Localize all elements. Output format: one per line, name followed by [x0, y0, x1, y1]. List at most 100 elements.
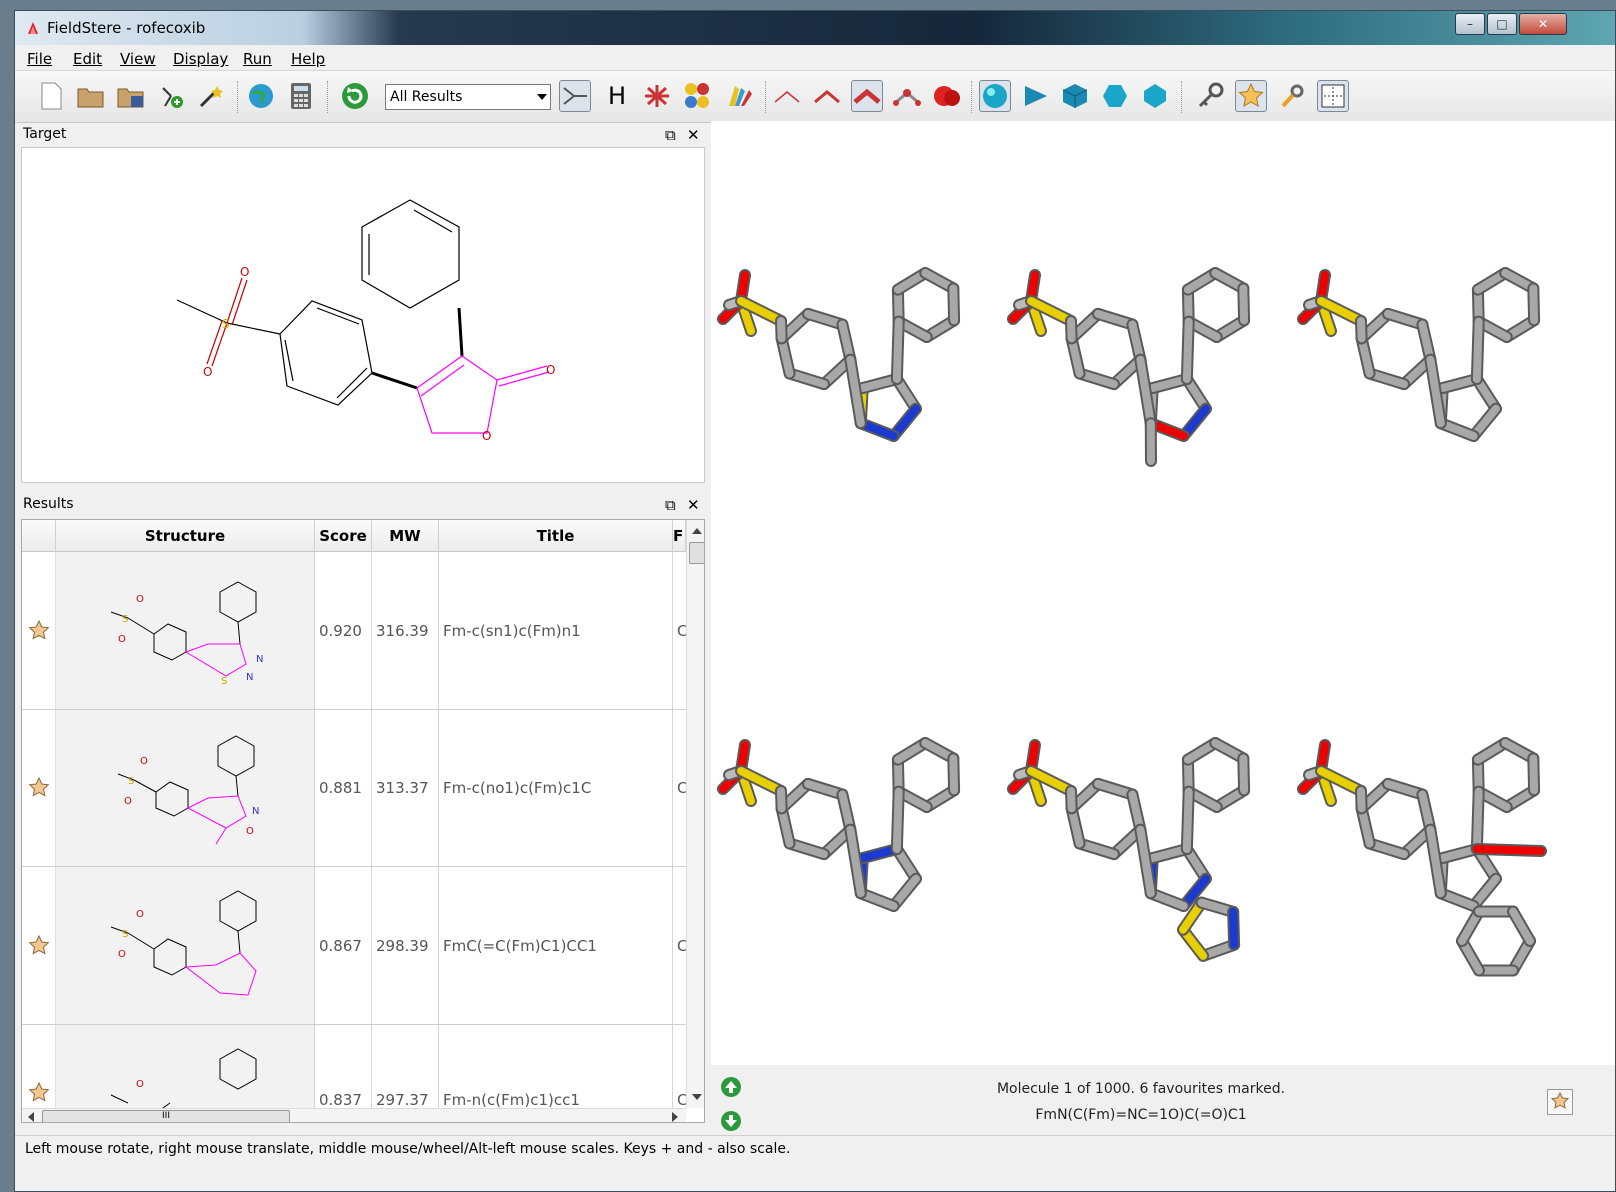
save-icon[interactable]	[115, 80, 147, 112]
window-title: FieldStere - rofecoxib	[47, 19, 206, 37]
new-icon[interactable]	[35, 80, 67, 112]
svg-text:S: S	[221, 676, 227, 687]
horizontal-scrollbar[interactable]: III	[22, 1108, 686, 1122]
line-style-icon[interactable]	[771, 80, 803, 112]
cone-icon[interactable]	[1019, 80, 1051, 112]
results-filter-select[interactable]: All Results	[385, 84, 551, 110]
favourite-star-icon[interactable]	[22, 552, 56, 709]
wizard-icon[interactable]	[195, 80, 227, 112]
close-panel-icon[interactable]: ✕	[687, 126, 700, 144]
color-scheme-icon[interactable]	[723, 80, 755, 112]
menu-help[interactable]: Help	[291, 50, 326, 68]
svg-text:O: O	[136, 1079, 144, 1090]
add-molecule-icon[interactable]	[155, 80, 187, 112]
favourite-toggle-icon[interactable]	[1547, 1089, 1573, 1115]
molecule-3d-viewer[interactable]	[711, 121, 1615, 1065]
svg-text:O: O	[136, 594, 144, 605]
sphere-surface-icon[interactable]	[979, 80, 1011, 112]
molecule-3d-model	[1007, 267, 1251, 467]
svg-text:O: O	[546, 363, 555, 377]
molecule-grid	[717, 267, 1547, 977]
minimize-button[interactable]: –	[1455, 13, 1485, 35]
svg-text:S: S	[222, 317, 230, 331]
menu-file[interactable]: File	[27, 50, 53, 68]
title-bar: FieldStere - rofecoxib – □ ✕	[15, 11, 1615, 45]
favourite-star-icon[interactable]	[22, 1025, 56, 1122]
field-surface-icon[interactable]	[681, 80, 713, 112]
extra-cell: C	[673, 552, 686, 709]
column-header-structure[interactable]: Structure	[56, 520, 315, 552]
table-row[interactable]: SOO 0.867 298.39 FmC(=C(Fm)C1)CC1 C	[22, 867, 686, 1025]
toolbar: All Results H	[15, 71, 1615, 123]
results-panel-header: Results ⧉ ✕	[21, 493, 705, 517]
dodecahedron-icon[interactable]	[1139, 80, 1171, 112]
column-header-score[interactable]: Score	[315, 520, 372, 552]
svg-text:N: N	[252, 806, 259, 817]
title-cell: Fm-n(c(Fm)c1)cc1	[439, 1025, 673, 1109]
scroll-up-icon[interactable]	[692, 528, 702, 534]
globe-icon[interactable]	[245, 80, 277, 112]
previous-molecule-icon[interactable]	[719, 1075, 743, 1099]
menu-edit[interactable]: Edit	[73, 50, 103, 68]
structure-thumbnail: O	[56, 1025, 315, 1122]
molecule-3d-model	[717, 737, 961, 913]
table-row[interactable]: O 0.837 297.37 Fm-n(c(Fm)c1)cc1 C	[22, 1025, 686, 1122]
octahedron-icon[interactable]	[1099, 80, 1131, 112]
column-header-mw[interactable]: MW	[372, 520, 439, 552]
calculator-icon[interactable]	[285, 80, 317, 112]
scroll-thumb[interactable]	[689, 542, 704, 564]
column-header-f[interactable]: F	[673, 520, 686, 552]
close-panel-icon[interactable]: ✕	[687, 496, 700, 514]
favourite-star-icon[interactable]	[22, 710, 56, 866]
scroll-right-icon[interactable]	[672, 1112, 678, 1122]
scroll-left-icon[interactable]	[28, 1112, 34, 1122]
float-panel-icon[interactable]: ⧉	[665, 126, 676, 144]
cpk-style-icon[interactable]	[931, 80, 963, 112]
next-molecule-icon[interactable]	[719, 1109, 743, 1133]
field-points-icon[interactable]	[641, 80, 673, 112]
favourite-icon[interactable]	[1235, 80, 1267, 112]
column-header-select[interactable]	[22, 520, 56, 552]
svg-text:S: S	[122, 929, 128, 940]
svg-text:O: O	[118, 949, 126, 960]
hscroll-thumb[interactable]: III	[42, 1110, 290, 1122]
fit-view-icon[interactable]	[1317, 80, 1349, 112]
hydrogens-icon[interactable]: H	[607, 82, 627, 110]
wire-style-icon[interactable]	[559, 80, 591, 112]
scroll-down-icon[interactable]	[692, 1094, 702, 1100]
stick-style-icon[interactable]	[811, 80, 843, 112]
viewer-footer: Molecule 1 of 1000. 6 favourites marked.…	[711, 1065, 1615, 1139]
column-header-title[interactable]: Title	[439, 520, 673, 552]
menu-display[interactable]: Display	[173, 50, 229, 68]
ball-stick-style-icon[interactable]	[851, 80, 883, 112]
molecule-3d-model	[1297, 737, 1547, 977]
filter-key-icon[interactable]	[1277, 80, 1309, 112]
target-structure-drawing: S O O O O	[176, 199, 555, 443]
refresh-icon[interactable]	[339, 80, 371, 112]
key-icon[interactable]	[1195, 80, 1227, 112]
svg-text:S: S	[122, 614, 128, 625]
target-structure-view[interactable]: S O O O O	[21, 147, 705, 483]
ball-and-stick-icon[interactable]	[891, 80, 923, 112]
title-cell: Fm-c(sn1)c(Fm)n1	[439, 552, 673, 709]
maximize-button[interactable]: □	[1487, 13, 1517, 35]
results-filter-value: All Results	[390, 89, 463, 105]
float-panel-icon[interactable]: ⧉	[665, 496, 676, 514]
cube-icon[interactable]	[1059, 80, 1091, 112]
extra-cell: C	[673, 710, 686, 866]
title-cell: Fm-c(no1)c(Fm)c1C	[439, 710, 673, 866]
vertical-scrollbar[interactable]	[686, 520, 704, 1108]
svg-text:O: O	[140, 756, 148, 767]
open-icon[interactable]	[75, 80, 107, 112]
menu-run[interactable]: Run	[243, 50, 272, 68]
score-cell: 0.881	[315, 710, 372, 866]
close-button[interactable]: ✕	[1519, 13, 1567, 35]
menu-view[interactable]: View	[120, 50, 156, 68]
favourite-star-icon[interactable]	[22, 867, 56, 1024]
svg-text:O: O	[118, 634, 126, 645]
